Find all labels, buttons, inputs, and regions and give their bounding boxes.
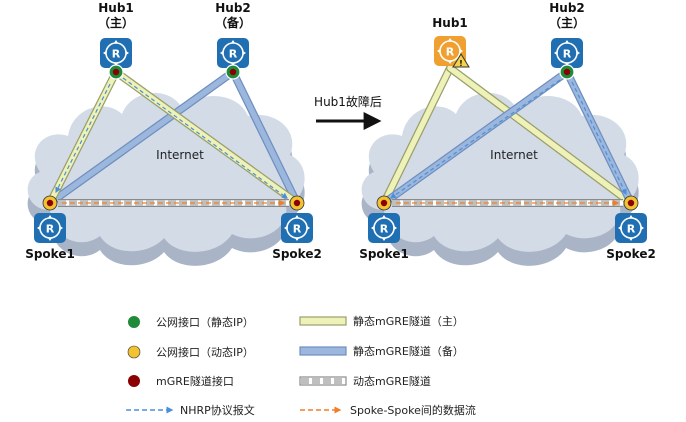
left-hub2-name: Hub2 xyxy=(215,1,251,15)
transition-label: Hub1故障后 xyxy=(314,94,382,109)
left-spoke1-label: Spoke1 xyxy=(25,247,75,261)
legend-flow-label: Spoke-Spoke间的数据流 xyxy=(350,403,476,417)
warning-icon: ! xyxy=(452,53,470,68)
right-hub2-name: Hub2 xyxy=(549,1,585,15)
right-tunnels xyxy=(380,64,635,207)
legend-nhrp-label: NHRP协议报文 xyxy=(180,403,255,417)
legend-static-main-icon xyxy=(299,316,347,326)
left-cloud-label: Internet xyxy=(156,148,204,162)
legend-dynamic-ip-icon xyxy=(127,345,141,359)
right-hub1-name: Hub1 xyxy=(432,16,468,30)
left-hub1-name: Hub1 xyxy=(98,1,134,15)
right-hub2-role: （主） xyxy=(549,15,585,30)
legend-dynamic-ip-label: 公网接口（动态IP） xyxy=(156,346,254,359)
left-hub1-mgre-dot xyxy=(112,68,120,76)
legend-static-ip-label: 公网接口（静态IP） xyxy=(156,315,254,329)
right-spoke1-mgre-dot xyxy=(380,199,388,207)
legend: 公网接口（静态IP） 公网接口（动态IP） mGRE隧道接口 NHRP协议报文 … xyxy=(126,314,476,417)
left-diagram: Internet Hub1 （主） xyxy=(25,1,322,266)
legend-static-backup-icon xyxy=(299,346,347,356)
right-cloud xyxy=(361,92,639,266)
right-cloud-label: Internet xyxy=(490,148,538,162)
left-tunnels xyxy=(46,68,301,207)
left-spoke2-label: Spoke2 xyxy=(272,247,322,261)
right-spoke2-label: Spoke2 xyxy=(606,247,656,261)
right-diagram: Internet Hub1 ! xyxy=(359,1,656,266)
transition: Hub1故障后 xyxy=(314,94,382,130)
svg-text:!: ! xyxy=(459,59,463,68)
left-hub2-role: （备） xyxy=(215,15,251,30)
legend-static-main-label: 静态mGRE隧道（主） xyxy=(353,314,464,328)
legend-dynamic-tunnel-icon xyxy=(299,376,347,386)
left-spoke2-mgre-dot xyxy=(293,199,301,207)
right-spoke2-mgre-dot xyxy=(627,199,635,207)
legend-dynamic-tunnel-label: 动态mGRE隧道 xyxy=(353,374,431,388)
legend-static-backup-label: 静态mGRE隧道（备） xyxy=(353,344,464,358)
left-hub2-mgre-dot xyxy=(229,68,237,76)
right-spoke1-label: Spoke1 xyxy=(359,247,409,261)
left-spoke1-mgre-dot xyxy=(46,199,54,207)
legend-mgre-if-label: mGRE隧道接口 xyxy=(156,374,234,388)
right-hub2-mgre-dot xyxy=(563,68,571,76)
left-cloud xyxy=(27,92,305,266)
legend-mgre-if-icon xyxy=(128,375,140,387)
left-hub1-role: （主） xyxy=(98,15,134,30)
legend-static-ip-icon xyxy=(128,316,140,328)
